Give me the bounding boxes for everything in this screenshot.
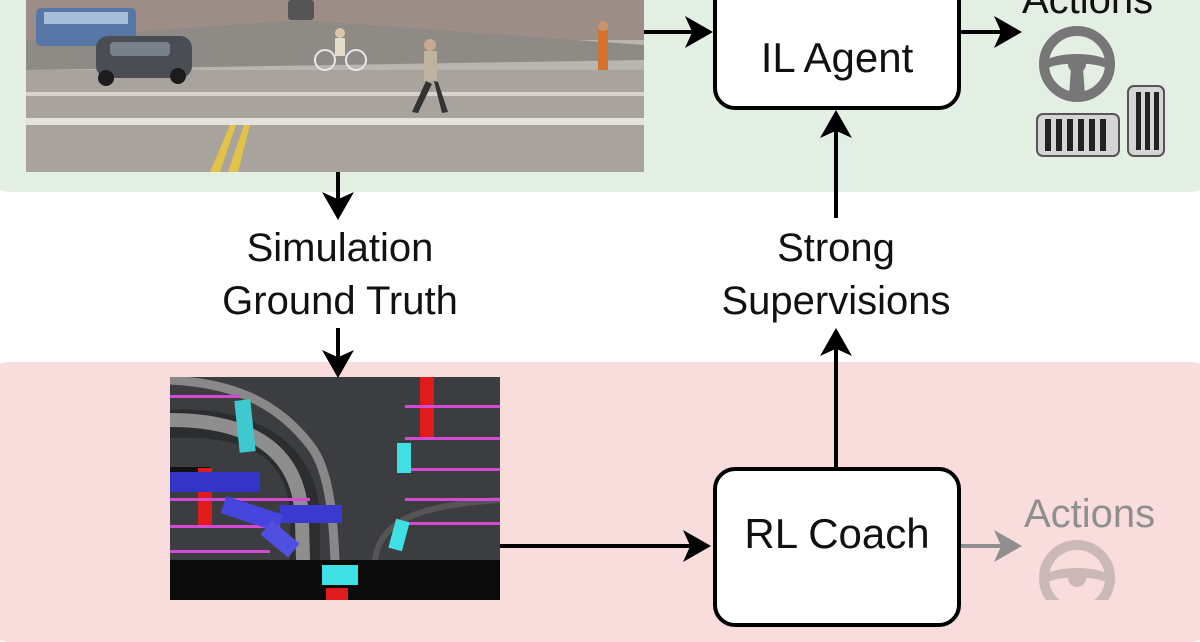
simulation-line: Simulation xyxy=(190,222,490,275)
diagram-canvas xyxy=(0,0,1200,600)
il-agent-label: IL Agent xyxy=(761,34,914,82)
steering-wheel-faded-icon xyxy=(1044,545,1110,600)
ground-truth-line: Ground Truth xyxy=(190,275,490,328)
rl-coach-node: RL Coach xyxy=(713,467,961,627)
camera-frame-image xyxy=(26,0,644,172)
pedal-icon xyxy=(1037,86,1164,156)
simulation-ground-truth-label: Simulation Ground Truth xyxy=(190,222,490,328)
strong-supervisions-label: Strong Supervisions xyxy=(686,222,986,328)
steering-wheel-icon xyxy=(1044,31,1110,97)
actions-bottom-label: Actions xyxy=(1024,488,1155,541)
rl-coach-label: RL Coach xyxy=(744,510,929,558)
actions-top-label: Actions xyxy=(1022,0,1153,27)
il-agent-node: IL Agent xyxy=(713,0,961,110)
birdseye-map-image xyxy=(170,377,500,600)
supervisions-line: Supervisions xyxy=(686,275,986,328)
strong-line: Strong xyxy=(686,222,986,275)
